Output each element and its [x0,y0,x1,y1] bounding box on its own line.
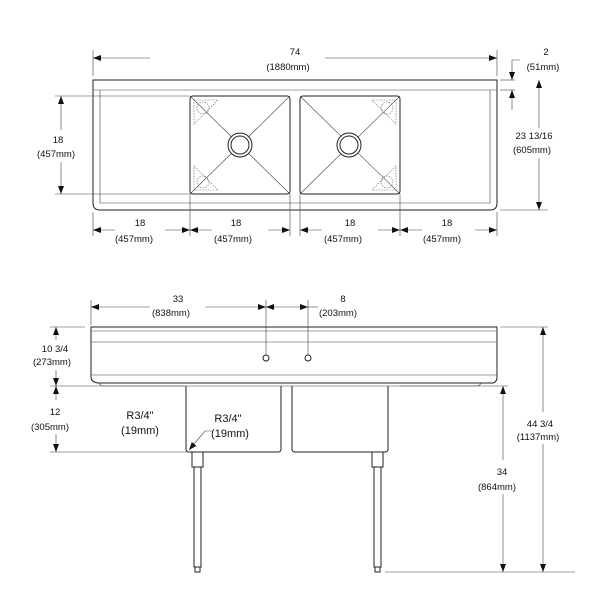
radius-left-mm: (19mm) [121,425,159,437]
left-leg [191,451,204,573]
faucet-spacing-mm: (203mm) [319,308,357,319]
section-1-mm: (457mm) [115,234,153,245]
front-left-bowl [185,386,282,453]
radius-right-mm: (19mm) [211,428,249,440]
faucet-hole-left [262,354,270,362]
backsplash-in: 2 [543,47,548,58]
radius-left-in: R3/4" [126,410,153,422]
section-4-in: 18 [442,218,453,229]
top-view: 74 (1880mm) 2 (51mm) 18 (457mm) 23 13/16… [37,47,559,245]
faucet-offset-mm: (838mm) [152,308,190,319]
section-3-mm: (457mm) [324,234,362,245]
overall-depth-mm: (605mm) [513,145,551,156]
top-outline [92,79,498,211]
working-height-in: 34 [497,467,508,478]
section-dimensions: 18 (457mm) 18 (457mm) 18 (457mm) 18 (457… [92,194,498,245]
top-height-mm: (273mm) [33,357,71,368]
overall-height-mm: (1137mm) [517,432,560,443]
radius-right-in: R3/4" [214,413,241,425]
bowl-depth-in: 18 [53,135,64,146]
drainboard-edge [99,90,491,204]
overall-length-in: 74 [290,47,301,58]
right-leg [371,451,384,573]
front-rim [90,326,498,384]
left-bowl [189,95,291,195]
overall-height-in: 44 3/4 [527,419,553,430]
faucet-offset-in: 33 [173,294,184,305]
section-1-in: 18 [135,218,146,229]
bowl-depth-mm: (457mm) [37,149,75,160]
front-right-bowl [291,386,389,453]
faucet-hole-right [304,354,312,362]
section-2-in: 18 [231,218,242,229]
section-3-in: 18 [345,218,356,229]
overall-length-mm: (1880mm) [266,62,309,73]
right-bowl [299,95,401,195]
front-view: 33 (838mm) 8 (203mm) 10 3/4 (273mm) 12 (… [31,294,575,573]
overall-depth-in: 23 13/16 [516,131,553,142]
top-height-in: 10 3/4 [42,344,68,355]
bowl-height-mm: (305mm) [31,422,69,433]
bowl-height-in: 12 [50,407,61,418]
faucet-spacing-in: 8 [340,294,345,305]
backsplash-mm: (51mm) [527,62,560,73]
working-height-mm: (864mm) [478,482,516,493]
section-4-mm: (457mm) [423,234,461,245]
section-2-mm: (457mm) [214,234,252,245]
